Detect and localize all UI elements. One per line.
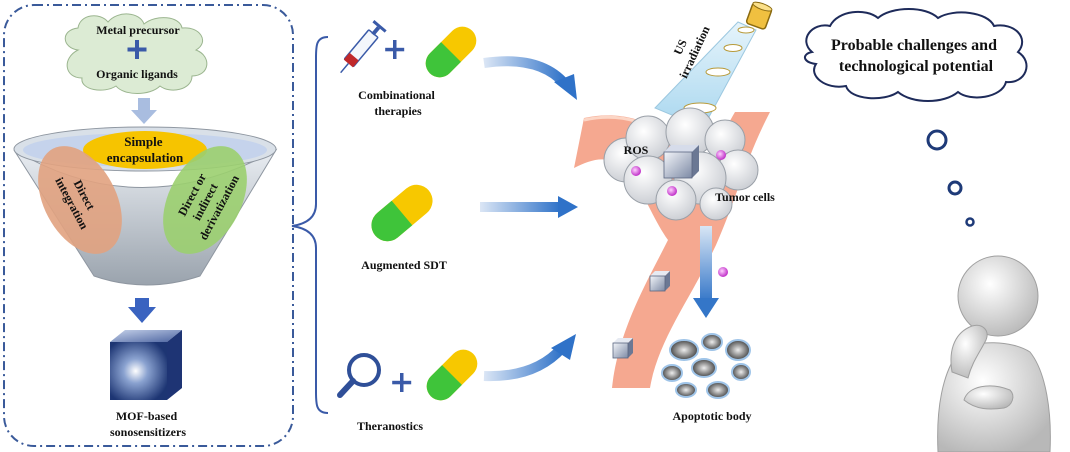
organic-ligands-label: Organic ligands: [96, 67, 178, 81]
syringe-icon: [340, 20, 387, 74]
mof-product-line1: MOF-based: [116, 409, 178, 423]
mof-cube-icon: [649, 271, 670, 292]
ros-particle-icon: [716, 150, 726, 160]
thought-bubble-icon: [926, 129, 948, 151]
thought-bubble-icon: [965, 217, 975, 227]
thinking-person-icon: [937, 255, 1051, 452]
down-arrow-icon: [693, 226, 719, 318]
thought-line1: Probable challenges and: [831, 37, 997, 54]
ros-label: ROS: [624, 143, 649, 157]
flow-arrow-icon: [483, 56, 577, 100]
magnifier-icon: [337, 353, 381, 398]
simple-encapsulation-line2: encapsulation: [107, 150, 184, 165]
down-arrow-icon: [128, 298, 156, 323]
ros-particle-icon: [631, 166, 641, 176]
thought-bubble-icon: [947, 180, 963, 196]
flow-arrow-icon: [480, 196, 578, 218]
mof-cube-icon: [612, 338, 633, 359]
down-arrow-icon: [131, 98, 157, 124]
theranostics-label: Theranostics: [357, 419, 423, 433]
ultrasound-probe-icon: [654, 1, 773, 129]
plus-icon: [127, 40, 147, 59]
simple-encapsulation-label: Simple encapsulation: [107, 134, 184, 165]
plus-icon: [392, 373, 412, 392]
capsule-icon: [426, 349, 478, 401]
ros-particle-icon: [667, 186, 677, 196]
mof-cube-icon: [110, 330, 182, 400]
brace: [291, 36, 329, 414]
mof-product-label: MOF-based sonosensitizers: [110, 409, 186, 439]
simple-encapsulation-line1: Simple: [124, 134, 163, 149]
metal-precursor-label: Metal precursor: [96, 23, 180, 37]
combinational-line2: therapies: [374, 104, 422, 118]
mof-product-line2: sonosensitizers: [110, 425, 186, 439]
capsule-icon: [371, 184, 433, 242]
thought-cloud: [804, 8, 1028, 102]
combinational-label: Combinational therapies: [358, 88, 438, 118]
funnel: [13, 126, 278, 286]
ros-particle-icon: [718, 267, 728, 277]
apoptotic-body-label: Apoptotic body: [672, 409, 751, 423]
capsule-icon: [425, 26, 477, 78]
thought-text: Probable challenges and technological po…: [831, 37, 1001, 75]
thought-line2: technological potential: [839, 58, 994, 75]
augmented-sdt-label: Augmented SDT: [361, 258, 447, 272]
mof-cube-icon: [663, 145, 699, 179]
tumor-cells-label: Tumor cells: [715, 190, 775, 204]
synthesis-panel-border: [3, 4, 294, 447]
combinational-line1: Combinational: [358, 88, 435, 102]
flow-arrow-icon: [483, 334, 576, 382]
apoptotic-bodies: [661, 333, 751, 399]
plus-icon: [385, 40, 405, 59]
